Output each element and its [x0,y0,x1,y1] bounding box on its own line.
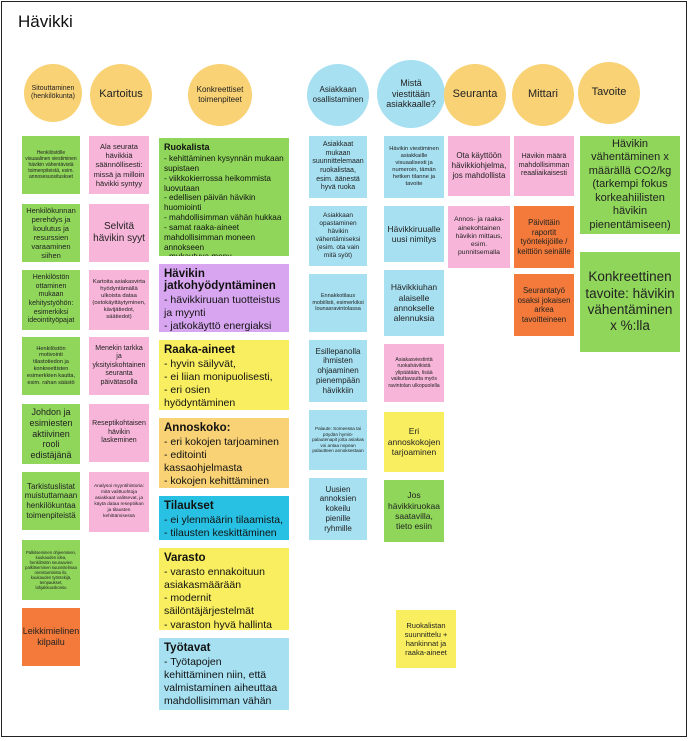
note-sitouttaminen-3: Henkilöstön ottaminen mukaan kehitystyöh… [22,270,80,330]
card-ruokalista: Ruokalista - kehittäminen kysynnän mukaa… [159,138,289,256]
note-seuranta-1: Ota käyttöön hävikkiohjelma, jos mahdoll… [448,136,510,196]
note-viestinta-4: Asiakasviestintä ruokahävikistä ylipäätä… [384,344,444,402]
note-seuranta-2: Annos- ja raaka-ainekohtainen hävikin mi… [448,206,510,268]
card-havikin-jatkohyodyntaminen-text: - hävikkiruuan tuotteistus ja myynti - j… [164,294,281,332]
note-mittari-1: Hävikin määrä mahdollisimman reaaliaikai… [514,136,574,196]
note-kartoitus-2: Selvitä hävikin syyt [89,204,149,262]
header-asiakkaan-osallistaminen: Asiakkaan osallistaminen [307,64,369,126]
note-viestinta-6: Jos hävikkiruokaa saatavilla, tieto esii… [384,480,444,542]
card-raaka-aineet: Raaka-aineet - hyvin säilyvät, - ei liia… [159,340,289,410]
card-ruokalista-text: - kehittäminen kysynnän mukaan supistaen… [164,154,284,256]
card-tilaukset: Tilaukset - ei ylenmäärin tilaamista, - … [159,496,289,540]
card-tilaukset-title: Tilaukset [164,500,214,512]
note-kartoitus-5: Reseptikohtaisen hävikin laskeminen [89,404,149,462]
card-raaka-aineet-text: - hyvin säilyvät, - ei liian monipuolise… [164,358,273,410]
note-asiakas-1: Asiakkaat mukaan suunnittelemaan ruokali… [309,136,367,198]
note-sitouttaminen-1: Henkilöstölle visuaalinen viestiminen hä… [22,136,80,194]
note-asiakas-5: Palaute: Someessa tai pöydän hymiö-palau… [309,410,367,470]
card-havikin-jatkohyodyntaminen-title: Hävikin jatkohyödyntäminen [164,268,276,292]
card-annoskoko-text: - eri kokojen tarjoaminen - editointi ka… [164,436,279,488]
board-title: Hävikki [18,12,73,31]
card-raaka-aineet-title: Raaka-aineet [164,344,235,356]
note-asiakas-3: Ennakkotilaus mobiilisti, esimerkiksi lo… [309,274,367,332]
header-konkreettiset-toimenpiteet: Konkreettiset toimenpiteet [188,64,252,126]
note-kartoitus-1: Ala seurata hävikkiä säännöllisesti: mis… [89,136,149,194]
note-viestinta-2: Hävikkiruualle uusi nimitys [384,206,444,262]
card-havikin-jatkohyodyntaminen: Hävikin jatkohyödyntäminen - hävikkiruua… [159,264,289,332]
note-viestinta-7: Ruokalistan suunnittelu + hankinnat ja r… [396,610,456,668]
note-asiakas-2: Asiakkaan opastaminen hävikin vähentämis… [309,206,367,266]
note-viestinta-5: Eri annoskokojen tarjoaminen [384,412,444,472]
note-asiakas-4: Esillepanolla ihmisten ohjaaminen pienem… [309,340,367,402]
note-sitouttaminen-2: Henkilökunnan perehdys ja koulutus ja re… [22,204,80,262]
note-sitouttaminen-8: Leikkimielinen kilpailu [22,608,80,666]
card-varasto-text: - varasto ennakoituun asiakasmäärään - m… [164,566,272,630]
header-mista-viestitaan: Mistä viestitään asiakkaalle? [377,60,445,128]
card-ruokalista-title: Ruokalista [164,142,210,152]
note-sitouttaminen-4: Henkilöstön motivointi tilastotiedon ja … [22,337,80,395]
card-annoskoko-title: Annoskoko: [164,422,231,434]
note-tavoite-2: Konkreettinen tavoite: hävikin vähentämi… [580,252,680,352]
note-mittari-3: Seurantatyö osaksi jokaisen arkea tavoit… [514,274,574,336]
note-viestinta-1: Hävikin viestiminen asiakkaille visuaali… [384,136,444,198]
header-mittari: Mittari [512,64,574,126]
card-tyotavat: Työtavat - Työtapojen kehittäminen niin,… [159,638,289,710]
note-kartoitus-3: Kartoita asiakasvirta hyödyntämällä ulko… [89,270,149,330]
card-tyotavat-title: Työtavat [164,642,211,654]
note-mittari-2: Päivittäin raportit työntekijöille / kei… [514,206,574,268]
note-kartoitus-4: Menekin tarkka ja yksityiskohtainen seur… [89,337,149,395]
card-tyotavat-text: - Työtapojen kehittäminen niin, että val… [164,656,278,710]
card-annoskoko: Annoskoko: - eri kokojen tarjoaminen - e… [159,418,289,488]
note-tavoite-1: Hävikin vähentäminen x määrällä CO2/kg (… [580,136,680,234]
card-varasto: Varasto - varasto ennakoituun asiakasmää… [159,548,289,630]
note-asiakas-6: Uusien annoksien kokeilu pienille ryhmil… [309,478,367,540]
header-tavoite: Tavoite [578,62,640,124]
card-varasto-title: Varasto [164,552,206,564]
note-sitouttaminen-7: Palkitseminen ohjeeminen, kuukauden idea… [22,540,80,600]
note-kartoitus-6: Analysoi myyntihistoria: mitä valittuoht… [89,472,149,532]
note-viestinta-3: Hävikkiuhan alaiselle annokselle alennuk… [384,270,444,336]
note-sitouttaminen-5: Johdon ja esimiesten aktiivinen rooli ed… [22,404,80,464]
header-sitouttaminen: Sitouttaminen (henkilökunta) [24,64,82,122]
note-sitouttaminen-6: Tarkistuslistat muistuttamaan henkilökun… [22,472,80,530]
header-kartoitus: Kartoitus [90,64,152,126]
card-tilaukset-text: - ei ylenmäärin tilaamista, - tilausten … [164,514,284,540]
header-seuranta: Seuranta [444,64,506,126]
